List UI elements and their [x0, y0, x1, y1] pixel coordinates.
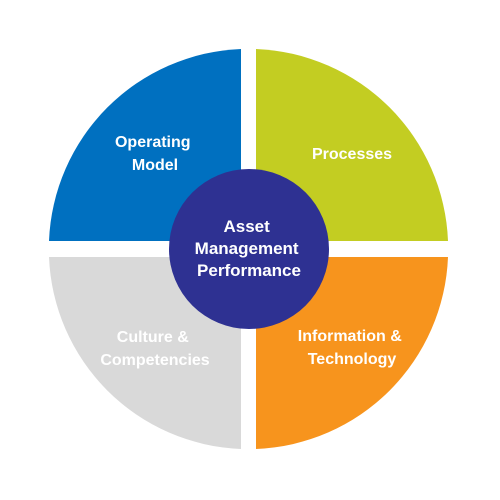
- center-circle: [169, 169, 329, 329]
- operating-model-line-2: Model: [132, 157, 178, 174]
- center-line-2: Management: [195, 239, 299, 258]
- information-technology-label: Information & Technology: [298, 328, 406, 368]
- processes-label: Processes: [312, 146, 392, 163]
- culture-competencies-label: Culture & Competencies: [100, 329, 209, 369]
- culture-competencies-line-2: Competencies: [100, 352, 209, 369]
- information-technology-line-1: Information &: [298, 328, 402, 345]
- center-label: Asset Management Performance: [195, 217, 304, 280]
- operating-model-line-1: Operating: [115, 134, 191, 151]
- center-line-1: Asset: [223, 217, 270, 236]
- culture-competencies-line-1: Culture &: [117, 329, 189, 346]
- information-technology-line-2: Technology: [308, 351, 397, 368]
- operating-model-label: Operating Model: [115, 134, 195, 174]
- processes-line-1: Processes: [312, 146, 392, 163]
- center-line-3: Performance: [197, 261, 301, 280]
